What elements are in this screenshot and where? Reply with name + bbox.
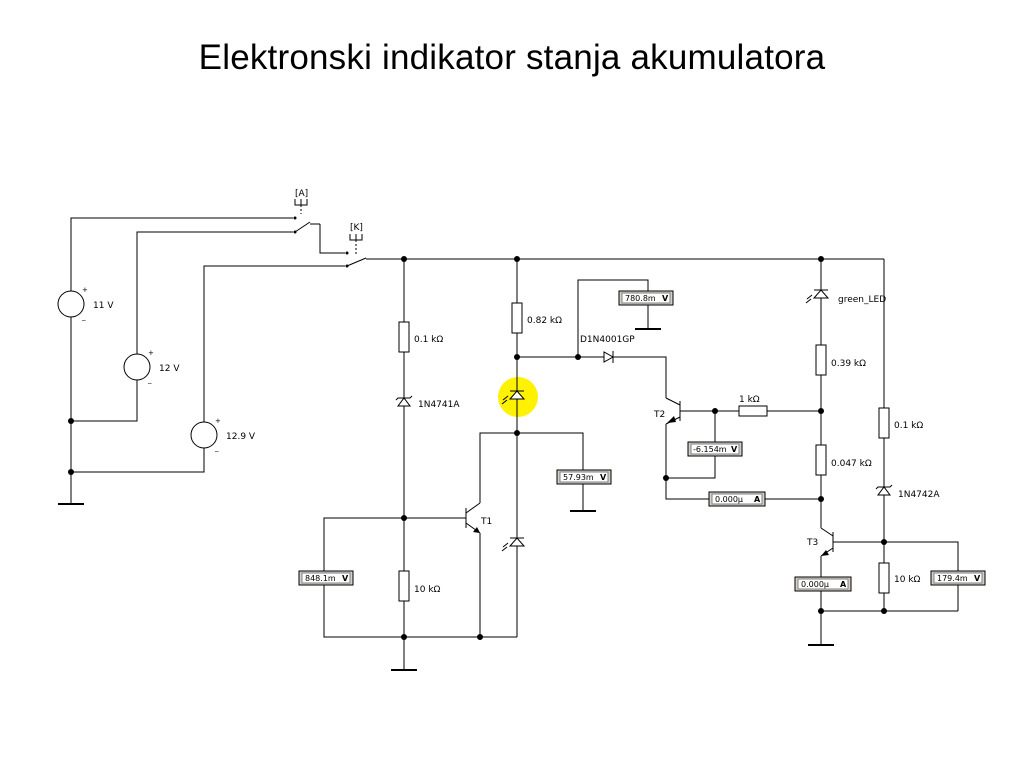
wire: [203, 265, 345, 422]
voltmeter-57: 57.93m V: [556, 469, 612, 485]
resistor: [398, 570, 410, 602]
zener-label: 1N4742A: [898, 490, 940, 500]
meter-unit: V: [731, 445, 738, 454]
plus-sign: +: [148, 349, 154, 357]
wire: [70, 217, 293, 291]
plus-sign: +: [82, 286, 88, 294]
resistor-label: 10 kΩ: [414, 585, 441, 595]
resistor-label: 0.1 kΩ: [414, 335, 443, 345]
resistor: [878, 562, 890, 594]
branch-zener-2: 0.1 kΩ 1N4742A 10 kΩ: [821, 259, 959, 614]
transistor-label: T2: [653, 410, 665, 420]
transistor-t2: T2 1 kΩ: [653, 395, 821, 500]
voltmeter-848: 848.1m V: [298, 570, 354, 586]
meter-value: 179.4m: [937, 574, 968, 583]
wire: [71, 380, 138, 422]
resistor: [511, 302, 523, 334]
meter-value: -6.154m: [693, 445, 727, 454]
meter-value: 780.8m: [625, 294, 656, 303]
transistor-label: T1: [480, 517, 492, 527]
branch-right: green_LED 0.39 kΩ 0.047 kΩ T3: [805, 256, 886, 646]
ammeter-t2: 0.000µ A: [708, 491, 766, 507]
meter-value: 848.1m: [305, 574, 336, 583]
meter-unit: V: [662, 294, 669, 303]
meter-unit: A: [840, 580, 847, 589]
meter-unit: A: [754, 495, 761, 504]
zener-diode: [397, 397, 411, 407]
source-value: 12.9 V: [226, 432, 256, 442]
branch-zener-1: 0.1 kΩ 1N4741A 10 kΩ: [323, 256, 517, 671]
voltage-source-12-9v: + _ 12.9 V: [190, 417, 256, 452]
minus-sign: _: [147, 376, 152, 384]
resistor: [398, 321, 410, 353]
switch-k-label: [K]: [350, 223, 363, 233]
voltage-source-12v: + _ 12 V: [123, 349, 180, 384]
meter-unit: V: [342, 574, 349, 583]
source-value: 11 V: [93, 301, 114, 311]
switch-a[interactable]: [A]: [293, 189, 346, 254]
source-value: 12 V: [159, 364, 180, 374]
wire: [136, 231, 293, 354]
led-red: [508, 537, 526, 547]
resistor-label: 0.047 kΩ: [831, 459, 872, 469]
branch-led: 0.82 kΩ: [498, 256, 604, 637]
junction-dot: [68, 469, 74, 475]
supply-sources: + _ 11 V + _ 12 V + _ 12.9 V: [57, 217, 345, 505]
plus-sign: +: [215, 417, 221, 425]
meter-value: 57.93m: [563, 473, 594, 482]
wire: [71, 448, 205, 473]
meter-value: 0.000µ: [715, 495, 743, 504]
minus-sign: _: [81, 313, 86, 321]
switch-a-label: [A]: [295, 189, 308, 199]
zener-label: 1N4741A: [418, 400, 460, 410]
resistor-label: 10 kΩ: [894, 575, 921, 585]
voltmeter-6154: -6.154m V: [687, 441, 743, 457]
resistor: [738, 405, 768, 417]
zener-diode: [877, 486, 891, 496]
ammeter-t3: 0.000µ A: [794, 576, 852, 592]
resistor-label: 1 kΩ: [739, 395, 760, 405]
resistor: [878, 407, 890, 439]
resistor: [815, 444, 827, 476]
led-label: green_LED: [838, 295, 886, 305]
slide-title: Elektronski indikator stanja akumulatora: [198, 38, 826, 77]
resistor-label: 0.1 kΩ: [894, 421, 923, 431]
transistor-label: T3: [806, 538, 818, 548]
minus-sign: _: [214, 444, 219, 452]
meter-value: 0.000µ: [801, 580, 829, 589]
transistor-t1: T1: [465, 432, 517, 637]
resistor-label: 0.82 kΩ: [527, 316, 562, 326]
green-led: [812, 289, 830, 299]
meter-unit: V: [974, 574, 981, 583]
voltage-source-11v: + _ 11 V: [57, 286, 114, 321]
diode-d1: D1N4001GP: [577, 279, 667, 398]
diode-label: D1N4001GP: [580, 335, 635, 345]
junction-dot: [68, 418, 74, 424]
voltmeter-780: 780.8m V: [618, 290, 674, 306]
voltmeter-179: 179.4m V: [930, 570, 986, 586]
meter-unit: V: [600, 473, 607, 482]
resistor: [815, 344, 827, 376]
switch-k[interactable]: [K]: [345, 223, 885, 268]
resistor-label: 0.39 kΩ: [831, 359, 866, 369]
